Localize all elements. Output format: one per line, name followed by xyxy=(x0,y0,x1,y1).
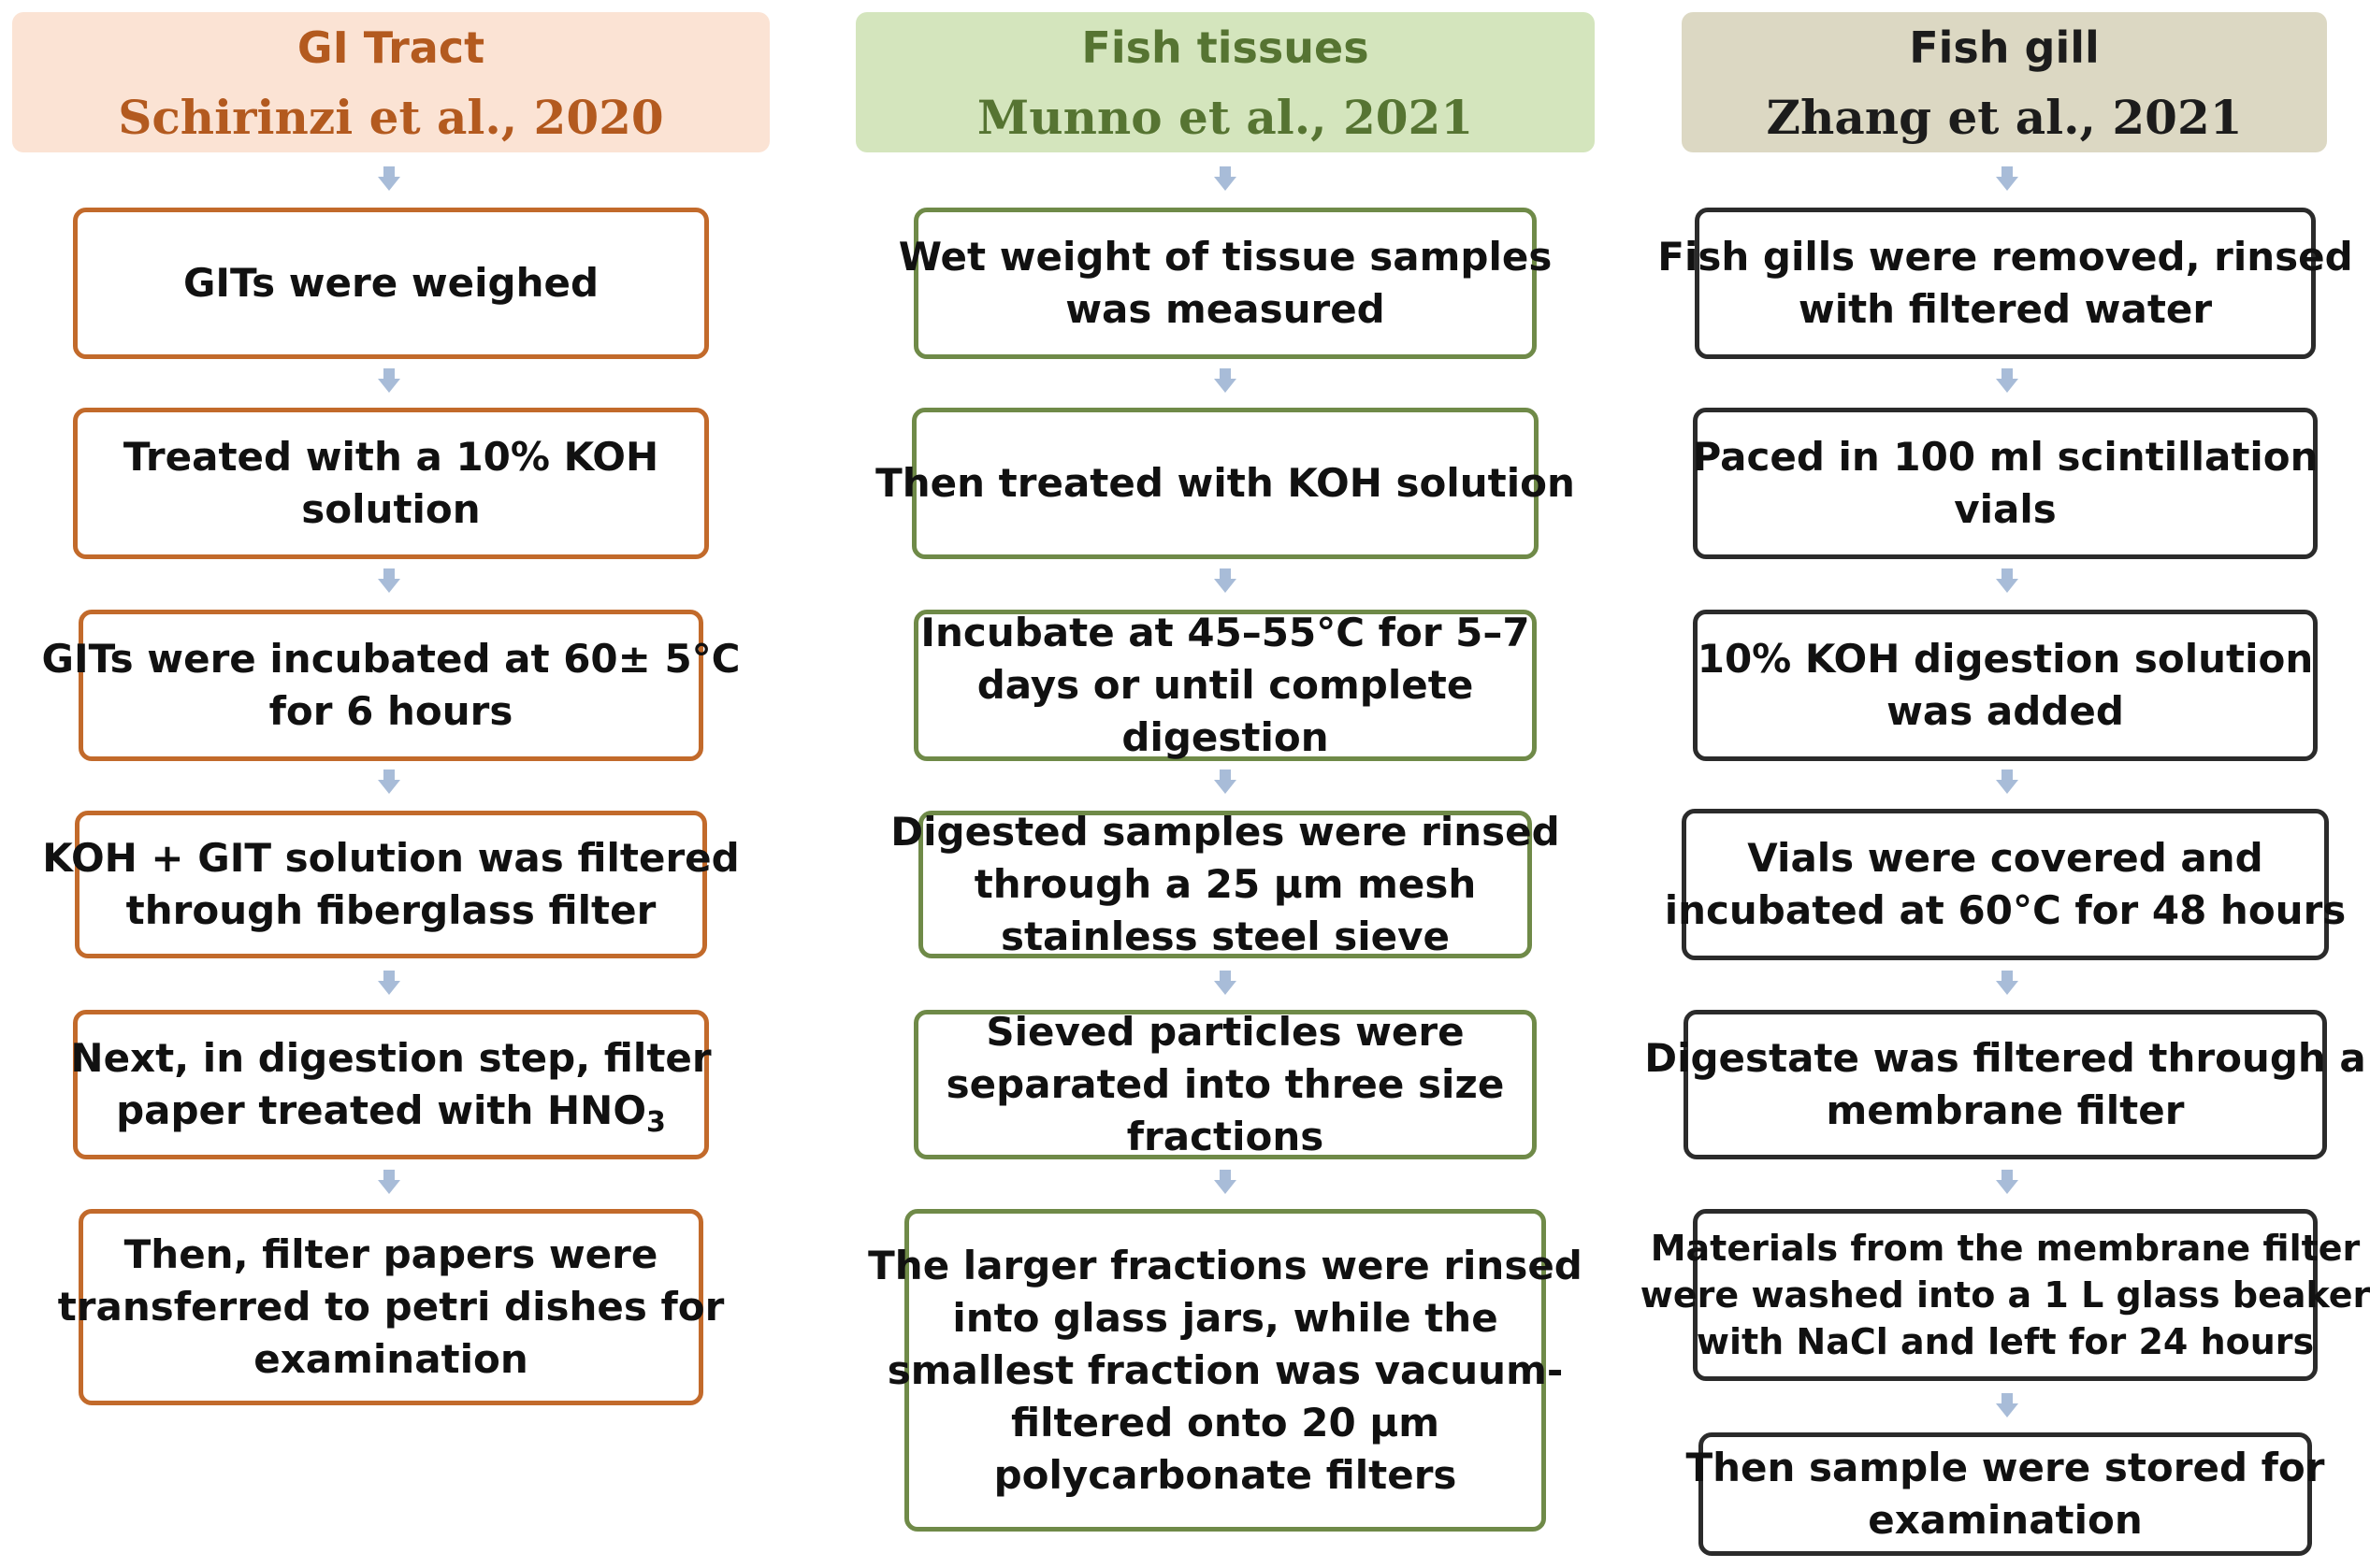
down-arrow-icon xyxy=(1996,368,2018,393)
down-arrow-icon xyxy=(1996,1393,2018,1417)
down-arrow-icon xyxy=(1996,166,2018,191)
step-line: incubated at 60°C for 48 hours xyxy=(1664,887,2347,933)
step-line: into glass jars, while the xyxy=(952,1294,1498,1341)
step-line: 10% KOH digestion solution xyxy=(1697,636,2314,682)
tissue-step-3: Incubate at 45–55°C for 5–7 days or unti… xyxy=(914,610,1537,761)
down-arrow-icon xyxy=(1996,770,2018,794)
step-line: stainless steel sieve xyxy=(1000,913,1451,959)
gill-step-3: 10% KOH digestion solution was added xyxy=(1693,610,2318,761)
gi-step-3: GITs were incubated at 60± 5°C for 6 hou… xyxy=(42,610,741,761)
step-line: fractions xyxy=(1126,1114,1324,1159)
step-line: was measured xyxy=(1065,286,1385,332)
step-line: Paced in 100 ml scintillation xyxy=(1692,434,2319,480)
step-line: Digested samples were rinsed xyxy=(890,809,1560,855)
step-line: with filtered water xyxy=(1798,286,2213,332)
down-arrow-icon xyxy=(1214,770,1236,794)
step-line: paper treated with HNO3 xyxy=(70,1085,711,1137)
step-line: filtered onto 20 μm xyxy=(1010,1399,1440,1446)
column-citation: Zhang et al., 2021 xyxy=(1766,90,2243,145)
down-arrow-icon xyxy=(378,1170,400,1194)
gill-step-6: Materials from the membrane filter were … xyxy=(1640,1209,2370,1381)
step-line: Wet weight of tissue samples xyxy=(898,234,1553,280)
gill-step-4: Vials were covered and incubated at 60°C… xyxy=(1665,809,2346,960)
down-arrow-icon xyxy=(378,770,400,794)
gi-step-6: Then, filter papers were transferred to … xyxy=(58,1209,724,1405)
step-line: Treated with a 10% KOH xyxy=(123,434,659,480)
down-arrow-icon xyxy=(1996,971,2018,995)
step-line: Incubate at 45–55°C for 5–7 xyxy=(920,610,1530,655)
column-citation: Schirinzi et al., 2020 xyxy=(118,90,664,145)
down-arrow-icon xyxy=(1214,368,1236,393)
down-arrow-icon xyxy=(1214,1170,1236,1194)
step-line: Digestate was filtered through a xyxy=(1644,1035,2366,1081)
gill-step-1: Fish gills were removed, rinsed with fil… xyxy=(1657,208,2353,359)
down-arrow-icon xyxy=(378,568,400,593)
step-line: Then sample were stored for xyxy=(1685,1445,2325,1490)
step-line: Fish gills were removed, rinsed xyxy=(1657,234,2353,280)
tissue-step-6: The larger fractions were rinsed into gl… xyxy=(868,1209,1582,1532)
down-arrow-icon xyxy=(1996,568,2018,593)
gi-step-1: GITs were weighed xyxy=(73,208,709,359)
step-line: vials xyxy=(1954,486,2057,532)
step-line: Next, in digestion step, filter xyxy=(70,1035,712,1081)
header-fish-tissues: Fish tissues Munno et al., 2021 xyxy=(856,12,1595,152)
step-line: was added xyxy=(1886,688,2124,734)
gill-step-2: Paced in 100 ml scintillation vials xyxy=(1692,408,2319,559)
step-text: paper treated with HNO xyxy=(116,1087,647,1133)
down-arrow-icon xyxy=(378,166,400,191)
header-gi-tract: GI Tract Schirinzi et al., 2020 xyxy=(12,12,770,152)
step-line: smallest fraction was vacuum- xyxy=(887,1346,1564,1393)
step-line: The larger fractions were rinsed xyxy=(868,1242,1582,1288)
step-line: transferred to petri dishes for xyxy=(57,1284,725,1330)
step-line: Then treated with KOH solution xyxy=(875,460,1575,506)
column-title: Fish tissues xyxy=(1081,22,1369,73)
tissue-step-4: Digested samples were rinsed through a 2… xyxy=(890,809,1559,959)
subscript-3: 3 xyxy=(646,1106,666,1139)
step-line: through a 25 μm mesh xyxy=(974,861,1477,907)
step-line: days or until complete xyxy=(976,662,1474,708)
gi-step-2: Treated with a 10% KOH solution xyxy=(73,408,709,559)
down-arrow-icon xyxy=(378,368,400,393)
step-line: membrane filter xyxy=(1826,1087,2185,1133)
step-line: Sieved particles were xyxy=(986,1009,1465,1055)
down-arrow-icon xyxy=(1214,568,1236,593)
down-arrow-icon xyxy=(378,971,400,995)
step-line: GITs were incubated at 60± 5°C xyxy=(41,636,741,682)
column-title: GI Tract xyxy=(296,22,485,73)
step-line: examination xyxy=(253,1336,528,1382)
step-line: digestion xyxy=(1121,714,1329,760)
gill-step-7: Then sample were stored for examination xyxy=(1686,1432,2325,1556)
step-line: GITs were weighed xyxy=(182,260,600,306)
gi-step-5: Next, in digestion step, filter paper tr… xyxy=(70,1010,712,1159)
column-title: Fish gill xyxy=(1909,22,2100,73)
column-citation: Munno et al., 2021 xyxy=(976,90,1474,145)
step-line: examination xyxy=(1868,1497,2143,1543)
step-line: polycarbonate filters xyxy=(993,1451,1457,1498)
step-line: for 6 hours xyxy=(268,688,513,734)
header-fish-gill: Fish gill Zhang et al., 2021 xyxy=(1682,12,2327,152)
step-line: KOH + GIT solution was filtered xyxy=(42,835,740,881)
step-line: Then, filter papers were xyxy=(123,1231,658,1277)
step-line: separated into three size xyxy=(946,1061,1505,1107)
step-line: through fiberglass filter xyxy=(125,887,657,933)
step-line: with NaCl and left for 24 hours xyxy=(1696,1321,2315,1362)
down-arrow-icon xyxy=(1214,166,1236,191)
down-arrow-icon xyxy=(1996,1170,2018,1194)
step-line: Vials were covered and xyxy=(1747,835,2263,881)
step-line: Materials from the membrane filter xyxy=(1650,1228,2361,1269)
step-line: were washed into a 1 L glass beaker xyxy=(1640,1274,2370,1316)
tissue-step-1: Wet weight of tissue samples was measure… xyxy=(899,208,1552,359)
down-arrow-icon xyxy=(1214,971,1236,995)
step-line: solution xyxy=(301,486,481,532)
tissue-step-5: Sieved particles were separated into thr… xyxy=(914,1009,1537,1159)
gi-step-4: KOH + GIT solution was filtered through … xyxy=(42,811,740,958)
tissue-step-2: Then treated with KOH solution xyxy=(875,408,1575,559)
gill-step-5: Digestate was filtered through a membran… xyxy=(1644,1010,2366,1159)
